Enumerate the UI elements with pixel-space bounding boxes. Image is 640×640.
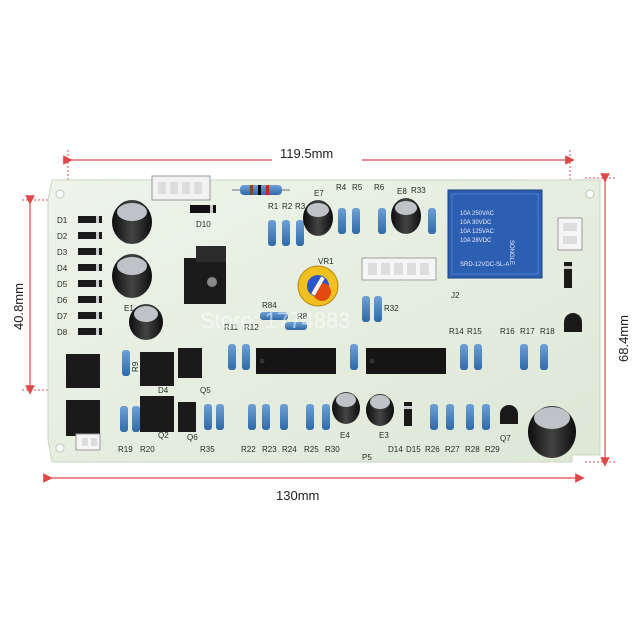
resistor-r84 [260, 296, 382, 330]
label-r8: R8 [297, 312, 308, 321]
label-d10: D10 [196, 220, 211, 229]
label-q5: Q5 [200, 386, 211, 395]
label-r33: R33 [411, 186, 426, 195]
label-r2: R2 [282, 202, 293, 211]
top-resistor [232, 185, 290, 195]
label-vr1: VR1 [318, 257, 334, 266]
label-e1: E1 [124, 304, 134, 313]
label-r15: R15 [467, 327, 482, 336]
capacitor-e3 [366, 394, 394, 426]
relay-line4: 10A 28VDC [460, 238, 492, 244]
label-d4-bottom: D4 [158, 386, 169, 395]
label-r18: R18 [540, 327, 555, 336]
right-diode [564, 262, 572, 288]
relay-line3: 10A 125VAC [460, 229, 495, 235]
label-r26: R26 [425, 445, 440, 454]
label-d14: D14 [388, 445, 403, 454]
label-r32: R32 [384, 304, 399, 313]
label-r20: R20 [140, 445, 155, 454]
dimension-left-label: 40.8mm [11, 283, 26, 330]
label-r16: R16 [500, 327, 515, 336]
mid-connector [361, 257, 437, 281]
label-d7: D7 [57, 312, 68, 321]
capacitor-e1 [129, 304, 163, 340]
label-j2: J2 [451, 291, 460, 300]
label-r1: R1 [268, 202, 279, 211]
label-r11: R11 [224, 323, 239, 332]
diode-column [78, 216, 102, 335]
dimension-right-label: 68.4mm [616, 315, 631, 362]
transistor-block-r9 [66, 348, 202, 436]
label-d5: D5 [57, 280, 68, 289]
label-r27: R27 [445, 445, 460, 454]
capacitor-e4 [332, 392, 360, 424]
dimension-right [585, 173, 615, 467]
dimension-bottom-label: 130mm [276, 488, 319, 503]
ic-chip-left [256, 348, 336, 374]
label-d8: D8 [57, 328, 68, 337]
label-r14: R14 [449, 327, 464, 336]
transistor-right [564, 313, 582, 332]
top-connector [151, 175, 211, 201]
label-r24: R24 [282, 445, 297, 454]
voltage-regulator [184, 246, 226, 304]
resistor-group-top [268, 208, 436, 246]
store-watermark: Store: 1774883 [200, 308, 350, 333]
bottom-left-connector [75, 433, 101, 451]
label-d4: D4 [57, 264, 68, 273]
label-r25: R25 [304, 445, 319, 454]
relay [447, 189, 543, 279]
label-e8: E8 [397, 187, 407, 196]
label-q7: Q7 [500, 434, 511, 443]
capacitor-left-top [112, 200, 152, 244]
label-q6: Q6 [187, 433, 198, 442]
dimension-top-label: 119.5mm [280, 146, 333, 161]
relay-brand: SONGLE [508, 240, 514, 265]
label-r22: R22 [241, 445, 256, 454]
label-d15: D15 [406, 445, 421, 454]
label-r19: R19 [118, 445, 133, 454]
transistor-q7 [500, 405, 518, 424]
relay-model: SRD-12VDC-SL-A [460, 262, 509, 268]
label-r4: R4 [336, 183, 347, 192]
potentiometer-vr1 [297, 265, 339, 307]
capacitor-e8 [391, 198, 421, 234]
label-r5: R5 [352, 183, 363, 192]
capacitor-large [528, 406, 576, 458]
dimension-left [22, 195, 60, 395]
label-r28: R28 [465, 445, 480, 454]
label-e7: E7 [314, 189, 324, 198]
diode-d10 [190, 205, 216, 213]
label-r23: R23 [262, 445, 277, 454]
label-d6: D6 [57, 296, 68, 305]
label-r29: R29 [485, 445, 500, 454]
resistor-row-middle [122, 344, 548, 376]
label-r9: R9 [131, 361, 140, 372]
ic-chip-right [366, 348, 446, 374]
label-r30: R30 [325, 445, 340, 454]
label-d3: D3 [57, 248, 68, 257]
label-e3: E3 [379, 431, 389, 440]
relay-line1: 10A 250VAC [460, 211, 495, 217]
label-r35: R35 [200, 445, 215, 454]
label-r12: R12 [244, 323, 259, 332]
label-r6: R6 [374, 183, 385, 192]
label-q2: Q2 [158, 431, 169, 440]
label-e4: E4 [340, 431, 350, 440]
relay-line2: 10A 30VDC [460, 220, 492, 226]
label-r84: R84 [262, 301, 277, 310]
label-p5: P5 [362, 453, 372, 462]
resistor-row-bottom [120, 404, 490, 432]
diode-d14 [404, 402, 412, 426]
capacitor-left-mid [112, 254, 152, 298]
label-d1: D1 [57, 216, 68, 225]
capacitor-e7 [303, 200, 333, 236]
label-r17: R17 [520, 327, 535, 336]
label-d2: D2 [57, 232, 68, 241]
label-r3: R3 [295, 202, 306, 211]
right-connector [557, 217, 583, 251]
